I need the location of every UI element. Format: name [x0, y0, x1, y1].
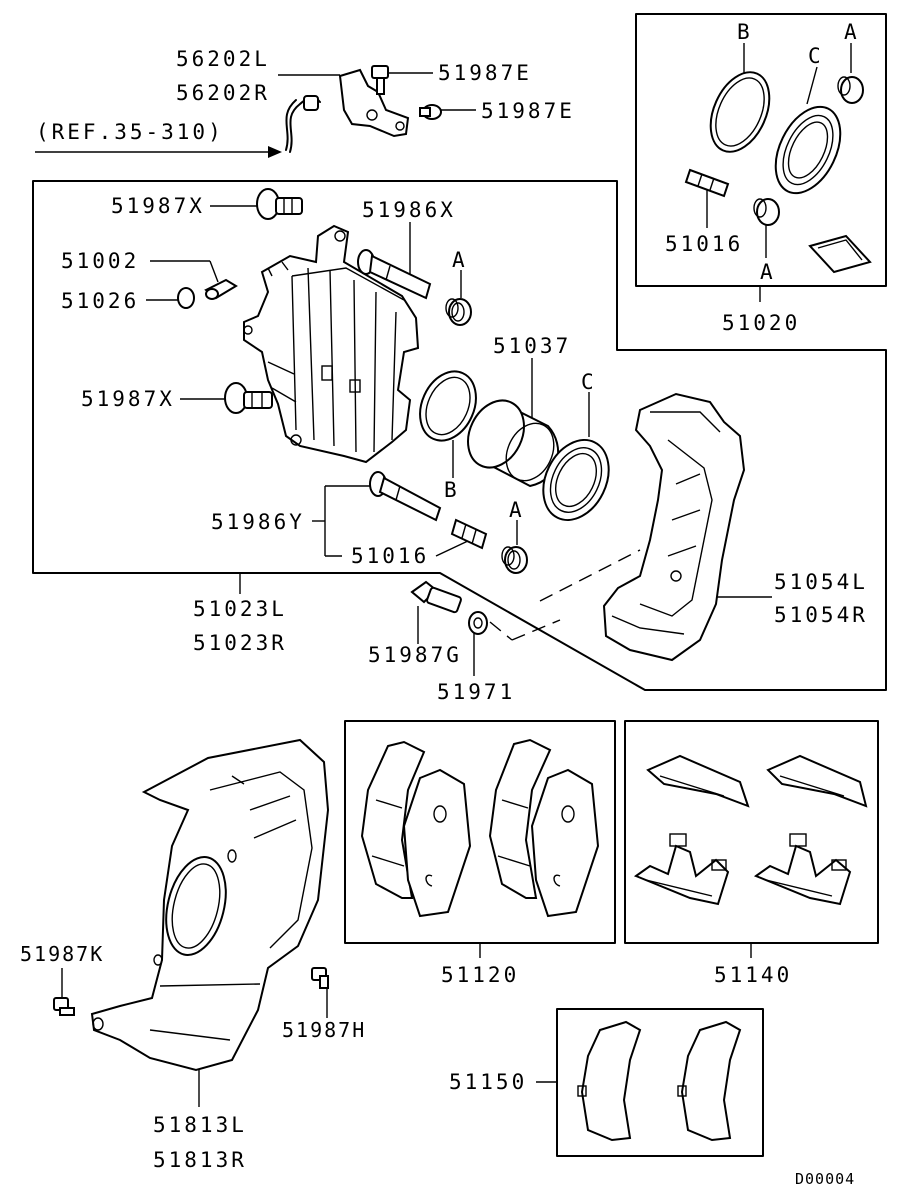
callout-A-lower: A: [509, 498, 525, 522]
label-51037: 51037: [493, 334, 572, 358]
label-51986X: 51986X: [362, 198, 456, 222]
washer-51971: [468, 611, 488, 635]
seal-kit-sleeve: [684, 168, 730, 198]
bolt-51987H: [311, 967, 329, 989]
dust-boot-C: [542, 439, 610, 521]
label-51023R: 51023R: [193, 631, 287, 655]
callout-A-upper: A: [452, 248, 468, 272]
seal-kit-boot-A-bottom: [753, 198, 780, 226]
label-51987G: 51987G: [368, 643, 462, 667]
brake-pad-right: [488, 738, 600, 918]
label-51016: 51016: [351, 544, 430, 568]
guide-pin-51986X: [357, 249, 432, 300]
drawing-code: D00004: [795, 1170, 856, 1187]
kit-callout-B: B: [737, 20, 753, 44]
bolt-51987X-upper: [256, 188, 303, 220]
bolt-51987X-lower: [224, 382, 273, 414]
label-51150: 51150: [449, 1070, 528, 1094]
label-ref: (REF.35-310): [36, 120, 224, 144]
dashed-alignment-lines: [489, 549, 641, 641]
bleeder-screw: [177, 278, 238, 309]
label-51020: 51020: [722, 311, 801, 335]
label-51987X-upper: 51987X: [111, 194, 205, 218]
caliper-support-bracket: [602, 392, 746, 662]
boot-A-upper: [445, 298, 472, 326]
leader-lines: [35, 43, 852, 1107]
label-51002: 51002: [61, 249, 140, 273]
pad-shims: [633, 754, 868, 906]
wear-indicators: [577, 1020, 742, 1142]
label-51054L: 51054L: [774, 570, 868, 594]
label-51023L: 51023L: [193, 597, 287, 621]
seal-kit-ring-B: [709, 71, 771, 153]
label-51971: 51971: [437, 680, 516, 704]
pad-box: [344, 720, 616, 944]
label-51987K: 51987K: [20, 942, 105, 966]
label-51140: 51140: [714, 963, 793, 987]
label-51986Y: 51986Y: [211, 510, 305, 534]
kit-callout-A-bottom: A: [760, 260, 776, 284]
dust-shield: [90, 738, 330, 1072]
label-51120: 51120: [441, 963, 520, 987]
sleeve-51016: [450, 518, 488, 550]
boot-A-lower: [501, 546, 528, 574]
piston-seal-B: [419, 370, 477, 442]
bolt-51987G: [410, 580, 462, 614]
seal-kit-boot-C: [774, 105, 842, 195]
label-51987E-lower: 51987E: [481, 99, 575, 123]
label-51813R: 51813R: [153, 1148, 247, 1172]
seal-kit-grease-packet: [808, 234, 872, 274]
label-51026: 51026: [61, 289, 140, 313]
label-51987E-upper: 51987E: [438, 61, 532, 85]
caliper-assembly-boundary: [32, 180, 887, 691]
kit-label-51016: 51016: [665, 232, 744, 256]
bolt-51987K: [53, 997, 75, 1016]
callout-B: B: [444, 478, 460, 502]
shim-box: [624, 720, 879, 944]
bolt-51987E: [371, 65, 442, 120]
label-51987H: 51987H: [282, 1018, 367, 1042]
label-51054R: 51054R: [774, 603, 868, 627]
kit-callout-A-top: A: [844, 20, 860, 44]
label-56202R: 56202R: [176, 81, 270, 105]
seal-kit-boot-A-top: [837, 76, 864, 104]
brake-pad-left: [360, 740, 472, 918]
callout-C: C: [581, 370, 597, 394]
guide-pin-51986Y: [369, 471, 442, 522]
caliper-body: [243, 224, 420, 464]
label-56202L: 56202L: [176, 47, 270, 71]
ref-arrowhead: [268, 146, 282, 158]
label-51987X-lower: 51987X: [81, 387, 175, 411]
piston: [467, 399, 560, 488]
seal-kit-box: [635, 13, 887, 287]
brake-hose-bracket: [285, 68, 410, 153]
kit-callout-C: C: [808, 44, 824, 68]
label-51813L: 51813L: [153, 1113, 247, 1137]
